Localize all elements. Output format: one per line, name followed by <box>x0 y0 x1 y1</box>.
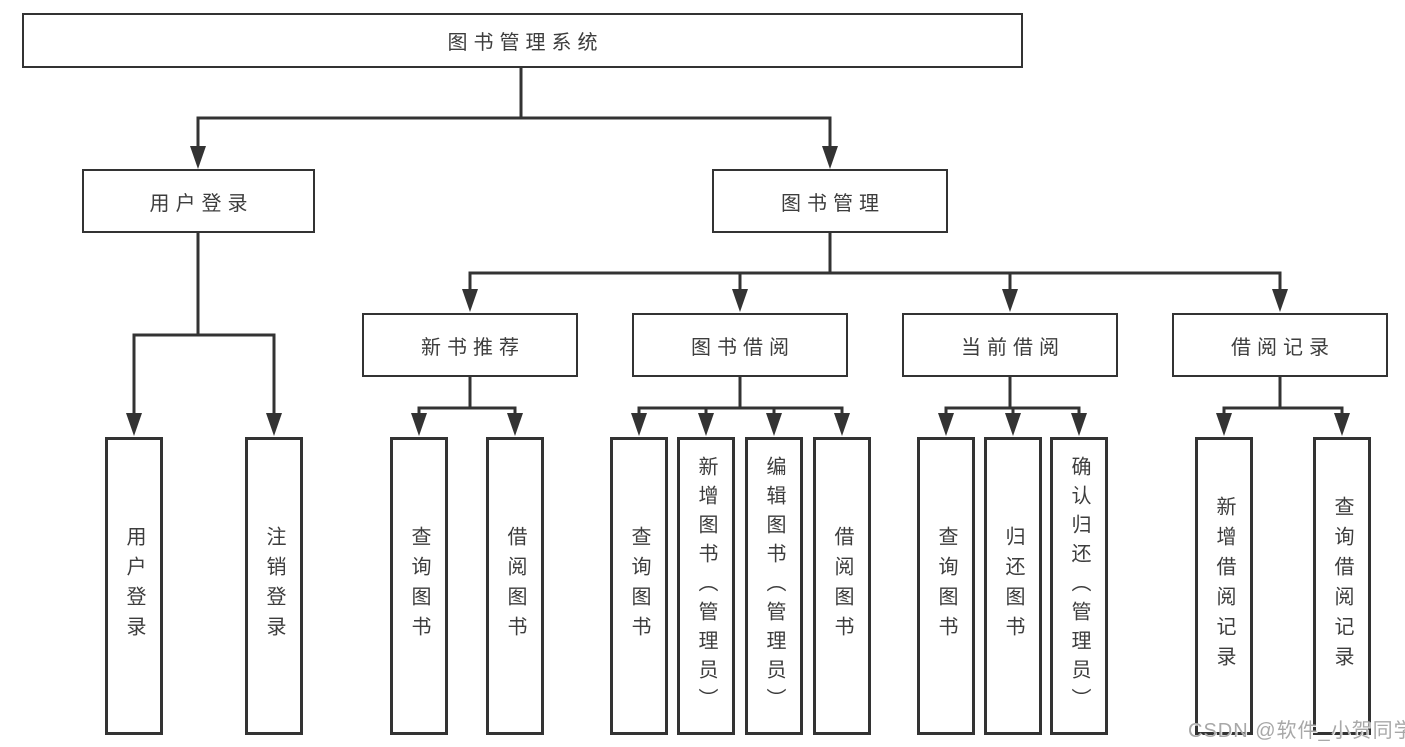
leaf-recommend-borrow-book-label: 借阅图书 <box>504 526 526 646</box>
leaf-borrow-book: 借阅图书 <box>813 437 871 735</box>
node-new-book-recommend-label: 新书推荐 <box>421 336 525 359</box>
leaf-add-book-admin-label: 新增图书（管理员） <box>695 455 717 717</box>
leaf-return-book: 归还图书 <box>984 437 1042 735</box>
leaf-edit-book-admin: 编辑图书（管理员） <box>745 437 803 735</box>
node-root-label: 图书管理系统 <box>447 32 604 54</box>
leaf-edit-book-admin-label: 编辑图书（管理员） <box>763 455 785 717</box>
leaf-user-login: 用户登录 <box>105 437 163 735</box>
leaf-recommend-query-book-label: 查询图书 <box>408 526 430 646</box>
leaf-confirm-return-admin-label: 确认归还（管理员） <box>1068 455 1090 717</box>
leaf-borrow-query-book-label: 查询图书 <box>628 526 650 646</box>
arrowhead-icons <box>126 146 1350 436</box>
leaf-recommend-query-book: 查询图书 <box>390 437 448 735</box>
leaf-return-book-label: 归还图书 <box>1002 526 1024 646</box>
node-current-borrow-label: 当前借阅 <box>961 336 1065 359</box>
leaf-borrow-query-book: 查询图书 <box>610 437 668 735</box>
leaf-confirm-return-admin: 确认归还（管理员） <box>1050 437 1108 735</box>
leaf-current-query-book: 查询图书 <box>917 437 975 735</box>
node-book-management: 图书管理 <box>712 169 948 233</box>
node-book-borrow-label: 图书借阅 <box>691 336 795 359</box>
node-borrow-records: 借阅记录 <box>1172 313 1388 377</box>
node-current-borrow: 当前借阅 <box>902 313 1118 377</box>
node-user-login-label: 用户登录 <box>149 192 254 215</box>
node-borrow-records-label: 借阅记录 <box>1231 336 1335 359</box>
leaf-query-borrow-record-label: 查询借阅记录 <box>1331 496 1353 676</box>
node-root-system: 图书管理系统 <box>22 13 1023 68</box>
leaf-borrow-book-label: 借阅图书 <box>831 526 853 646</box>
node-user-login: 用户登录 <box>82 169 315 233</box>
leaf-query-borrow-record: 查询借阅记录 <box>1313 437 1371 735</box>
leaf-add-borrow-record: 新增借阅记录 <box>1195 437 1253 735</box>
leaf-add-book-admin: 新增图书（管理员） <box>677 437 735 735</box>
node-new-book-recommend: 新书推荐 <box>362 313 578 377</box>
leaf-user-login-label: 用户登录 <box>123 526 145 646</box>
leaf-current-query-book-label: 查询图书 <box>935 526 957 646</box>
leaf-add-borrow-record-label: 新增借阅记录 <box>1213 496 1235 676</box>
csdn-watermark: CSDN @软件_小贺同学 <box>1188 720 1405 742</box>
leaf-recommend-borrow-book: 借阅图书 <box>486 437 544 735</box>
node-book-borrow: 图书借阅 <box>632 313 848 377</box>
leaf-logout-label: 注销登录 <box>263 526 285 646</box>
node-book-management-label: 图书管理 <box>781 192 885 215</box>
leaf-logout: 注销登录 <box>245 437 303 735</box>
